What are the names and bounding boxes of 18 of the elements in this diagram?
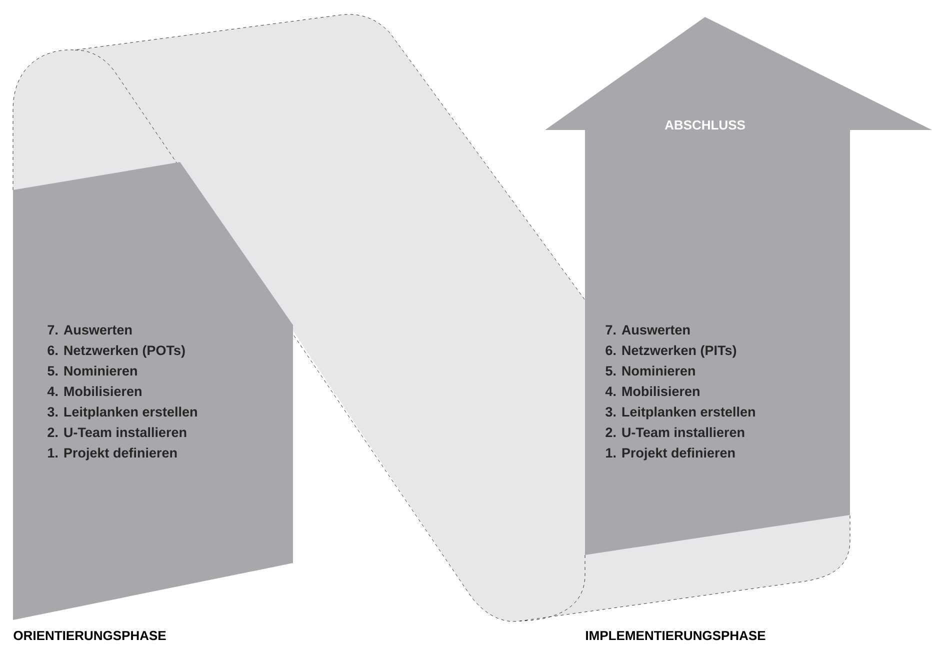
step-item: 5. Nominieren — [48, 366, 137, 376]
step-item: 2. U-Team installieren — [48, 427, 186, 438]
step-item: 2. U-Team installieren — [606, 427, 744, 438]
step-item: 5. Nominieren — [606, 366, 695, 376]
step-item: 6. Netzwerken (PITs) — [606, 345, 736, 358]
arrow-heading: ABSCHLUSS — [664, 120, 745, 130]
upward-arrow — [545, 17, 932, 555]
step-item: 7. Auswerten — [606, 325, 690, 335]
step-item: 3. Leitplanken erstellen — [606, 406, 755, 420]
step-item: 6. Netzwerken (POTs) — [48, 345, 185, 358]
step-item: 4. Mobilisieren — [47, 386, 142, 396]
step-item: 1. Projekt definieren — [606, 448, 735, 460]
phase-label: IMPLEMENTIERUNGSPHASE — [586, 630, 766, 640]
phase-panel — [13, 162, 293, 620]
step-item: 4. Mobilisieren — [605, 386, 700, 396]
step-item: 1. Projekt definieren — [48, 448, 177, 460]
step-item: 7. Auswerten — [48, 325, 132, 335]
step-item: 3. Leitplanken erstellen — [48, 406, 197, 420]
